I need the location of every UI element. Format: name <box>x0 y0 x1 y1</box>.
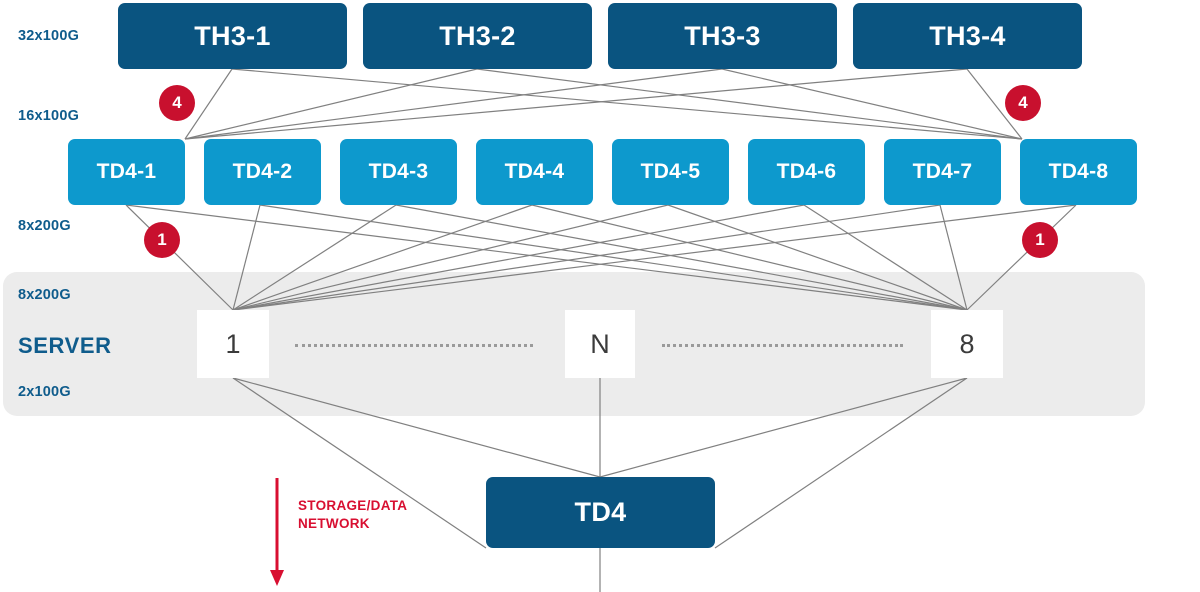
link-badge-value: 1 <box>1035 230 1045 249</box>
spine-switch-label: TH3-3 <box>684 20 761 51</box>
server-ellipsis-right <box>662 344 903 350</box>
leaf-switch-td4-6[interactable]: TD4-6 <box>748 139 865 205</box>
link-badge-leaf-server-right: 1 <box>1022 222 1058 258</box>
storage-network-annotation: STORAGE/DATA NETWORK <box>298 498 408 531</box>
server-node-label: 8 <box>959 328 975 359</box>
leaf-switch-td4-1[interactable]: TD4-1 <box>68 139 185 205</box>
server-node-label: N <box>590 328 610 359</box>
leaf-switch-label: TD4-1 <box>96 160 157 183</box>
leaf-switch-td4-8[interactable]: TD4-8 <box>1020 139 1137 205</box>
leaf-switch-td4-3[interactable]: TD4-3 <box>340 139 457 205</box>
leaf-switch-label: TD4-2 <box>232 160 293 183</box>
leaf-switch-label: TD4-4 <box>504 160 565 183</box>
capacity-label-server-uplink: 8x200G <box>18 287 71 303</box>
server-row-label: SERVER <box>18 333 112 358</box>
link-badge-spine-leaf-left: 4 <box>159 85 195 121</box>
leaf-switch-label: TD4-3 <box>368 160 429 183</box>
storage-switch-td4[interactable]: TD4 <box>486 477 715 548</box>
spine-switch-th3-1[interactable]: TH3-1 <box>118 3 347 69</box>
spine-switch-th3-2[interactable]: TH3-2 <box>363 3 592 69</box>
leaf-switch-td4-2[interactable]: TD4-2 <box>204 139 321 205</box>
spine-switch-label: TH3-1 <box>194 20 271 51</box>
leaf-switch-label: TD4-5 <box>640 160 701 183</box>
spine-switch-th3-4[interactable]: TH3-4 <box>853 3 1082 69</box>
server-node-8[interactable]: 8 <box>931 310 1003 378</box>
link-badge-value: 4 <box>172 93 182 112</box>
leaf-switch-label: TD4-7 <box>912 160 973 183</box>
server-node-n[interactable]: N <box>565 310 635 378</box>
server-ellipsis-left <box>295 344 533 350</box>
storage-network-arrow-icon <box>270 478 284 586</box>
capacity-label-server-storage: 2x100G <box>18 384 71 400</box>
spine-switch-label: TH3-2 <box>439 20 516 51</box>
leaf-switch-td4-5[interactable]: TD4-5 <box>612 139 729 205</box>
leaf-switch-label: TD4-6 <box>776 160 837 183</box>
leaf-switch-label: TD4-8 <box>1048 160 1109 183</box>
storage-switch-label: TD4 <box>574 497 627 527</box>
link-badge-value: 1 <box>157 230 167 249</box>
capacity-label-spine-uplink: 32x100G <box>18 28 80 44</box>
link-badge-value: 4 <box>1018 93 1028 112</box>
spine-switch-label: TH3-4 <box>929 20 1006 51</box>
link-badge-spine-leaf-right: 4 <box>1005 85 1041 121</box>
capacity-label-spine-downlink: 16x100G <box>18 108 80 124</box>
server-node-label: 1 <box>225 328 241 359</box>
leaf-switch-td4-4[interactable]: TD4-4 <box>476 139 593 205</box>
leaf-switch-td4-7[interactable]: TD4-7 <box>884 139 1001 205</box>
server-node-1[interactable]: 1 <box>197 310 269 378</box>
capacity-label-leaf-downlink: 8x200G <box>18 218 71 234</box>
link-badge-leaf-server-left: 1 <box>144 222 180 258</box>
spine-switch-th3-3[interactable]: TH3-3 <box>608 3 837 69</box>
